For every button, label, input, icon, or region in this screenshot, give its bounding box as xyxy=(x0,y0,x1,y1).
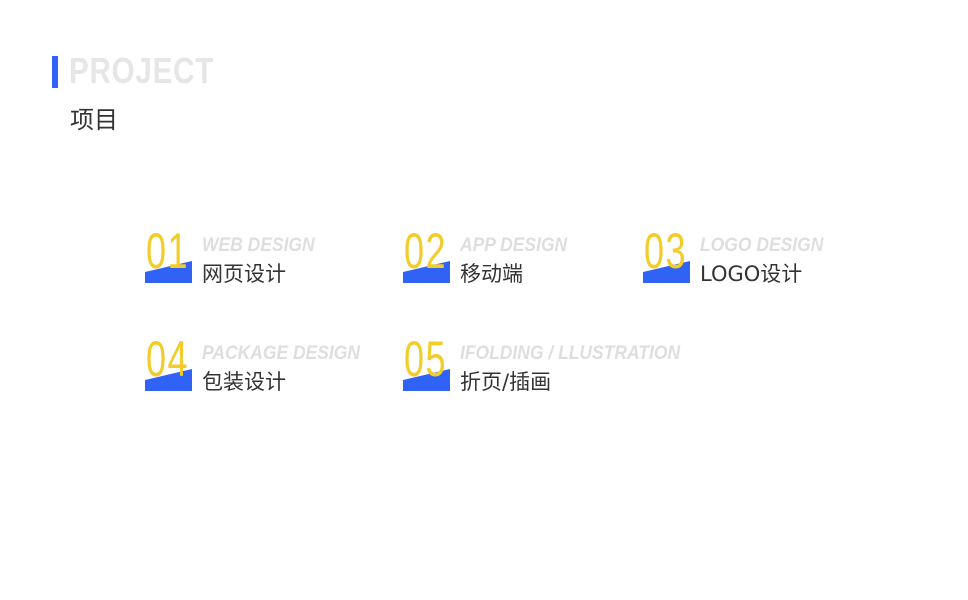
project-item-package-design[interactable]: 04 PACKAGE DESIGN 包装设计 xyxy=(145,334,385,400)
project-item-app-design[interactable]: 02 APP DESIGN 移动端 xyxy=(403,226,643,292)
item-english-label: IFOLDING / LLUSTRATION xyxy=(460,343,681,364)
item-english-label: WEB DESIGN xyxy=(202,235,315,256)
page-title: PROJECT xyxy=(69,50,215,91)
item-chinese-label: 移动端 xyxy=(460,262,523,286)
project-item-logo-design[interactable]: 03 LOGO DESIGN LOGO设计 xyxy=(643,226,883,292)
blue-wedge-icon xyxy=(403,261,450,283)
item-english-label: PACKAGE DESIGN xyxy=(202,343,360,364)
accent-bar xyxy=(52,56,58,88)
project-item-folding-illustration[interactable]: 05 IFOLDING / LLUSTRATION 折页/插画 xyxy=(403,334,723,400)
blue-wedge-icon xyxy=(403,369,450,391)
item-chinese-label: LOGO设计 xyxy=(700,262,803,286)
item-chinese-label: 包装设计 xyxy=(202,370,286,394)
page-subtitle: 项目 xyxy=(70,106,118,134)
item-chinese-label: 网页设计 xyxy=(202,262,286,286)
item-chinese-label: 折页/插画 xyxy=(460,370,552,394)
blue-wedge-icon xyxy=(145,369,192,391)
blue-wedge-icon xyxy=(643,261,690,283)
item-number: 01 xyxy=(146,223,189,279)
item-number: 05 xyxy=(404,331,447,387)
item-number: 04 xyxy=(146,331,189,387)
item-english-label: LOGO DESIGN xyxy=(700,235,824,256)
item-english-label: APP DESIGN xyxy=(460,235,568,256)
blue-wedge-icon xyxy=(145,261,192,283)
project-item-web-design[interactable]: 01 WEB DESIGN 网页设计 xyxy=(145,226,385,292)
item-number: 03 xyxy=(644,223,687,279)
item-number: 02 xyxy=(404,223,447,279)
